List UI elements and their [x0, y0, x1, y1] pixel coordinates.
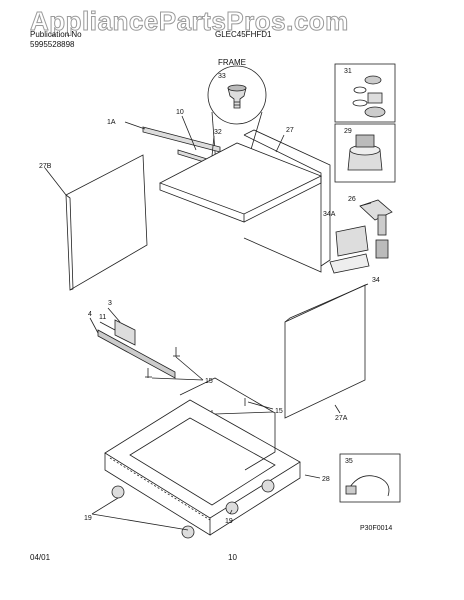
footer-page: 10: [228, 553, 237, 562]
detail-circle-33: [207, 65, 267, 181]
callout-29: 29: [344, 128, 352, 135]
top-frame-panel: [159, 129, 331, 273]
callout-34A: 34A: [323, 211, 336, 218]
screws-15: [145, 347, 274, 418]
callout-19-right: 19: [225, 518, 233, 525]
section-title: FRAME: [218, 58, 246, 67]
callout-15-left: 15: [205, 378, 213, 385]
side-panel-27B: [44, 154, 148, 291]
publication-label: Publication No: [30, 30, 82, 39]
callout-31: 31: [344, 68, 352, 75]
inset-box-31: [334, 63, 396, 123]
callout-labels: 1A 10 32 33 27 27B 31 29 26 34A 34 3 4 1…: [39, 68, 392, 532]
top-rail: [124, 115, 231, 171]
callout-10: 10: [176, 109, 184, 116]
model-number: GLEC45FHFD1: [215, 30, 272, 39]
footer-date: 04/01: [30, 553, 51, 562]
right-panel-27A: [284, 283, 369, 419]
callout-26: 26: [348, 196, 356, 203]
callout-1A: 1A: [107, 119, 116, 126]
callout-3: 3: [108, 300, 112, 307]
callout-4: 4: [88, 311, 92, 318]
inset-box-35: [339, 453, 401, 503]
callout-15-right: 15: [275, 408, 283, 415]
callout-35: 35: [345, 458, 353, 465]
callout-27A: 27A: [335, 415, 348, 422]
callout-27B: 27B: [39, 163, 52, 170]
valve-26-and-bracket-34: [329, 199, 393, 274]
diagram-code: P30F0014: [360, 525, 392, 532]
casters-19: [91, 479, 275, 539]
callout-33: 33: [218, 73, 226, 80]
left-bracket: [89, 307, 176, 379]
callout-32: 32: [214, 129, 222, 136]
callout-27: 27: [286, 127, 294, 134]
callout-34: 34: [372, 277, 380, 284]
watermark: AppliancePartsPros.com: [30, 6, 349, 37]
callout-19-left: 19: [84, 515, 92, 522]
base-frame-28: [104, 377, 321, 536]
callout-11: 11: [99, 314, 106, 321]
callout-28: 28: [322, 476, 330, 483]
publication-number: 5995528898: [30, 40, 75, 49]
inset-box-29: [334, 123, 396, 183]
